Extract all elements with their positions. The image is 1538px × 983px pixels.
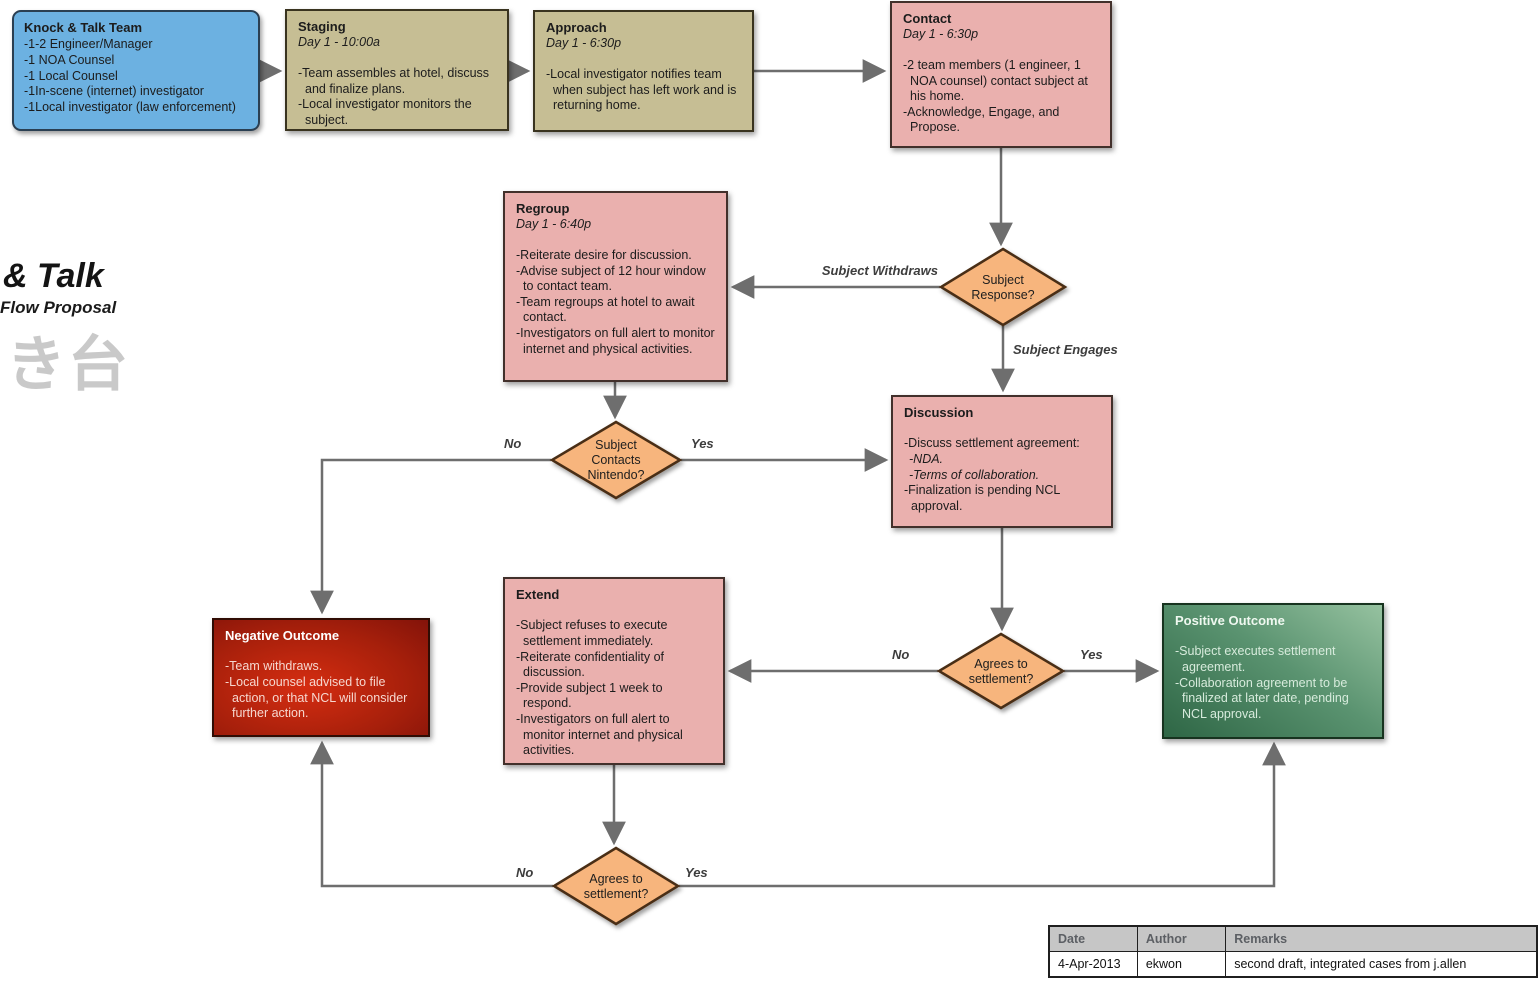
node-knock-talk-team: Knock & Talk Team -1-2 Engineer/Manager … — [12, 10, 260, 131]
page-subtitle: Flow Proposal — [0, 298, 117, 317]
edge-label-agrees-mid-yes: Yes — [1080, 647, 1103, 662]
bullet-item: -Local investigator notifies team when s… — [546, 66, 737, 113]
edge-label-subject-withdraws: Subject Withdraws — [821, 263, 938, 278]
column-header-remarks: Remarks — [1225, 925, 1538, 952]
bullet-item: -Local investigator monitors the subject… — [298, 97, 472, 127]
bullet-item: -Local counsel advised to file action, o… — [225, 674, 408, 721]
bullet-item: -Provide subject 1 week to respond. — [516, 680, 663, 711]
bullet-item: -Terms of collaboration. — [909, 467, 1040, 482]
node-subtitle: Day 1 - 10:00a — [298, 35, 380, 50]
decision-contacts-nintendo-label: Subject Contacts Nintendo? — [587, 438, 645, 482]
cell-author: ekwon — [1136, 951, 1227, 978]
node-contact: Contact Day 1 - 6:30p -2 team members (1… — [890, 1, 1112, 148]
node-title: Staging — [298, 19, 346, 34]
decision-agrees-settlement-mid-label: Agrees to settlement? — [968, 657, 1034, 686]
edge-label-nintendo-no: No — [504, 436, 522, 451]
node-extend: Extend -Subject refuses to execute settl… — [503, 577, 725, 765]
table-header-row: Date Author Remarks — [1048, 925, 1538, 952]
bullet-item: -Subject refuses to execute settlement i… — [516, 618, 668, 648]
node-approach: Approach Day 1 - 6:30p -Local investigat… — [533, 10, 754, 132]
bullet-item: -Team assembles at hotel, discuss and fi… — [298, 65, 490, 96]
column-header-author: Author — [1136, 925, 1227, 952]
bullet-item: -Team regroups at hotel to await contact… — [516, 294, 695, 325]
bullet-item: -Reiterate desire for discussion. — [516, 247, 692, 262]
decision-agrees-settlement-bottom-label: Agrees to settlement? — [583, 872, 649, 901]
edge-label-subject-engages: Subject Engages — [1013, 342, 1118, 357]
node-staging: Staging Day 1 - 10:00a -Team assembles a… — [285, 9, 509, 131]
node-title: Negative Outcome — [225, 628, 340, 643]
table-row: 4-Apr-2013 ekwon second draft, integrate… — [1048, 951, 1538, 978]
bullet-item: -Collaboration agreement to be finalized… — [1175, 675, 1349, 721]
node-discussion: Discussion -Discuss settlement agreement… — [891, 395, 1113, 528]
column-header-date: Date — [1048, 925, 1138, 952]
bullet-item: -Investigators on full alert to monitor … — [516, 712, 683, 758]
bullet-item: -1-2 Engineer/Manager — [24, 37, 153, 52]
node-title: Extend — [516, 587, 560, 602]
bullet-item: -Acknowledge, Engage, and Propose. — [903, 104, 1060, 135]
revision-table: Date Author Remarks 4-Apr-2013 ekwon sec… — [1048, 925, 1538, 978]
node-title: Approach — [546, 20, 607, 35]
node-negative-outcome: Negative Outcome -Team withdraws. -Local… — [212, 618, 430, 737]
bullet-item: -Reiterate confidentiality of discussion… — [516, 649, 664, 680]
bullet-item: -1 Local Counsel — [24, 68, 118, 83]
bullet-item: -Investigators on full alert to monitor … — [516, 326, 715, 356]
bullet-item: -1 NOA Counsel — [24, 52, 115, 67]
node-title: Positive Outcome — [1175, 613, 1285, 628]
bullet-item: -Team withdraws. — [225, 659, 323, 674]
node-positive-outcome: Positive Outcome -Subject executes settl… — [1162, 603, 1384, 739]
bullet-item: -Discuss settlement agreement: — [904, 436, 1080, 451]
cell-remarks: second draft, integrated cases from j.al… — [1225, 951, 1538, 978]
bullet-item: -2 team members (1 engineer, 1 NOA couns… — [903, 57, 1088, 104]
bullet-item: -Subject executes settlement agreement. — [1175, 644, 1336, 674]
bullet-item: -Finalization is pending NCL approval. — [904, 483, 1060, 513]
node-subtitle: Day 1 - 6:30p — [546, 36, 622, 51]
connector-agrees2-positive — [679, 741, 1286, 888]
bullet-item: -Advise subject of 12 hour window to con… — [516, 263, 706, 294]
bullet-item: -1Local investigator (law enforcement) — [24, 99, 236, 114]
watermark-text: き台 — [6, 331, 130, 398]
edge-label-agrees-bottom-no: No — [516, 865, 534, 880]
cell-date: 4-Apr-2013 — [1048, 951, 1138, 978]
node-subtitle: Day 1 - 6:30p — [903, 27, 979, 42]
edge-label-agrees-bottom-yes: Yes — [685, 865, 708, 880]
node-title: Knock & Talk Team — [24, 20, 142, 35]
page-title-fragment: & Talk — [3, 257, 104, 295]
node-title: Contact — [903, 11, 952, 26]
edge-label-nintendo-yes: Yes — [691, 436, 714, 451]
node-title: Discussion — [904, 405, 974, 420]
bullet-item: -1In-scene (internet) investigator — [24, 84, 204, 99]
node-regroup: Regroup Day 1 - 6:40p -Reiterate desire … — [503, 191, 728, 382]
edge-label-agrees-mid-no: No — [892, 647, 910, 662]
node-subtitle: Day 1 - 6:40p — [516, 217, 592, 232]
node-title: Regroup — [516, 201, 570, 216]
decision-subject-response-label: Subject Response? — [971, 273, 1035, 302]
bullet-item: -NDA. — [909, 451, 944, 466]
